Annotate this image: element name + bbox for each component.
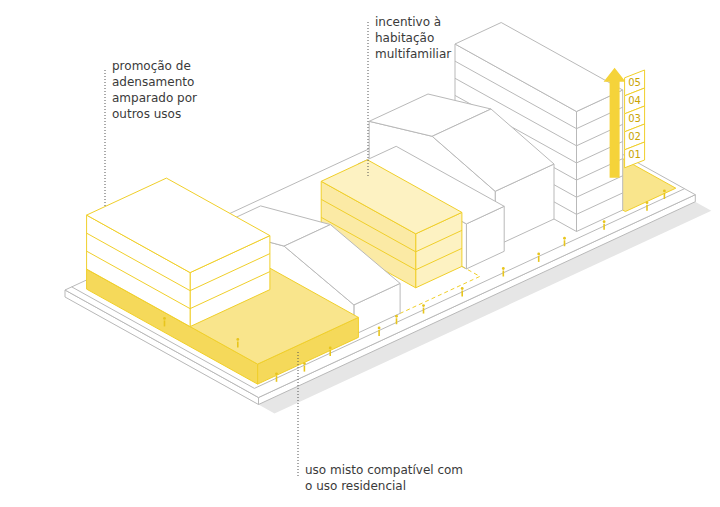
floor-number: 02 <box>628 131 641 143</box>
floor-number: 03 <box>628 113 641 125</box>
leader-line <box>105 70 106 206</box>
floor-line <box>577 176 623 197</box>
growth-arrow <box>604 68 626 178</box>
person <box>461 291 463 297</box>
person <box>537 253 540 256</box>
floor-line <box>190 272 270 309</box>
person <box>275 372 278 375</box>
floor-line <box>190 254 270 291</box>
person <box>502 271 504 277</box>
building-roof <box>455 23 623 112</box>
building-roof <box>321 160 462 234</box>
floor-line <box>577 193 623 214</box>
person <box>663 190 666 193</box>
person <box>603 224 605 230</box>
person <box>164 320 166 326</box>
person <box>236 338 239 341</box>
person <box>538 256 540 262</box>
person <box>329 347 332 350</box>
person <box>646 205 648 211</box>
person <box>563 237 566 240</box>
building-roof <box>87 178 270 273</box>
person <box>664 193 666 199</box>
person <box>564 240 566 246</box>
callout-text: uso misto compatível com o uso residenci… <box>305 462 465 494</box>
person <box>378 330 380 336</box>
person <box>303 362 306 365</box>
person <box>237 341 239 347</box>
person <box>502 267 505 270</box>
callout-text: incentivo à habitação multifamiliar <box>375 14 475 62</box>
floor-number: 01 <box>628 149 641 161</box>
person <box>423 308 425 314</box>
person <box>163 317 166 320</box>
floor-line <box>416 248 462 269</box>
ground-slab <box>65 87 695 397</box>
leader-line <box>298 352 299 478</box>
person <box>276 376 278 382</box>
callout-text: promoção de adensamento amparado por out… <box>112 58 212 122</box>
floor-line <box>416 230 462 251</box>
person <box>646 201 649 204</box>
floor-line <box>87 233 191 291</box>
leader-line <box>368 22 369 178</box>
person <box>378 327 381 330</box>
person <box>461 287 464 290</box>
floor-number-box <box>625 142 645 168</box>
person <box>329 350 331 356</box>
person <box>396 318 398 324</box>
person <box>395 315 398 318</box>
person <box>304 366 306 372</box>
floor-line <box>87 251 191 309</box>
floor-number: 05 <box>628 77 641 89</box>
floor-number: 04 <box>628 95 641 107</box>
person <box>422 304 425 307</box>
person <box>603 220 606 223</box>
